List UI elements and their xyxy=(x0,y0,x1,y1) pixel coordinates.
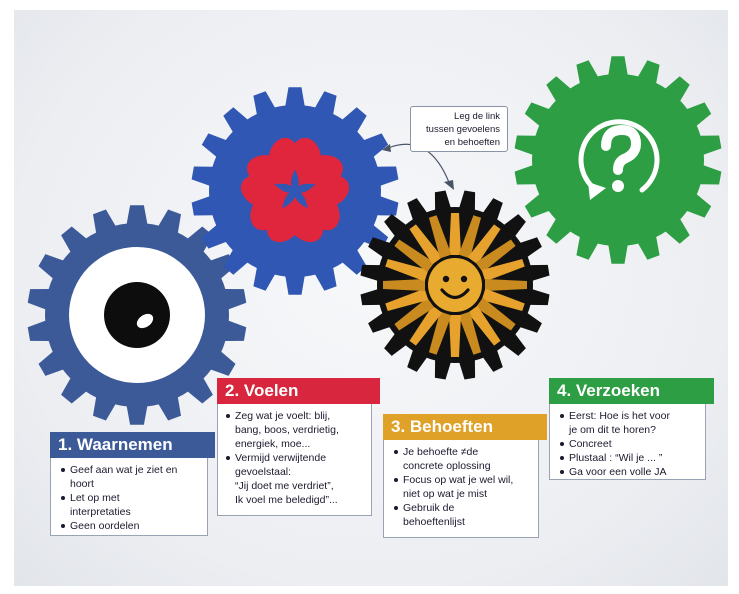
gear-voelen xyxy=(191,87,399,295)
sun-ray xyxy=(481,288,525,312)
step-title: 3. Behoeften xyxy=(383,414,547,440)
sun-ray xyxy=(428,215,452,259)
bullet-cont: je om dit te horen? xyxy=(569,424,656,436)
sun-ray xyxy=(467,224,501,265)
bullet-cont: concrete oplossing xyxy=(403,460,491,472)
step-title: 1. Waarnemen xyxy=(50,432,215,458)
sun-ray xyxy=(481,258,525,282)
bullet: Let op met xyxy=(60,491,206,505)
heart-shape xyxy=(266,197,324,243)
gear-verzoeken xyxy=(514,56,722,264)
eye-icon xyxy=(69,247,205,383)
gear-behoeften xyxy=(360,190,550,380)
smiley-sun-icon xyxy=(428,258,482,312)
question-mark-icon xyxy=(578,119,660,200)
bullet: Gebruik de xyxy=(393,501,539,515)
sun-ray xyxy=(458,215,482,259)
bullet: Eerst: Hoe is het voor xyxy=(559,409,705,423)
link-note: Leg de link tussen gevoelens en behoefte… xyxy=(410,106,508,152)
gear-shape xyxy=(191,87,399,295)
sun-ray xyxy=(409,224,443,265)
bullet-cont: energiek, moe... xyxy=(235,438,311,450)
sun-ray xyxy=(449,213,461,255)
sun-ray xyxy=(475,297,516,331)
bullet-cont: niet op wat je mist xyxy=(403,488,488,500)
bullet: Vermijd verwijtende xyxy=(225,451,371,465)
bullet: Ga voor een volle JA xyxy=(559,465,705,479)
bullet: Plustaal : “Wil je ... ” xyxy=(559,451,705,465)
sun-ray xyxy=(485,279,527,291)
sun-ray xyxy=(458,311,482,355)
step-behoeften-box: 3. Behoeften Je behoefte ≠de concrete op… xyxy=(383,414,547,538)
bullet-cont: Ik voel me beledigd”... xyxy=(235,494,338,506)
step-bullets: Je behoefte ≠de concrete oplossing Focus… xyxy=(393,445,539,529)
sun-ray xyxy=(394,297,435,331)
step-verzoeken-box: 4. Verzoeken Eerst: Hoe is het voor je o… xyxy=(549,378,714,480)
heart-shape xyxy=(300,174,350,231)
bullet: Zeg wat je voelt: blij, xyxy=(225,409,371,423)
heart-icon xyxy=(240,138,350,243)
bullet-cont: “Jij doet me verdriet”, xyxy=(235,480,334,492)
bullet: Geef aan wat je ziet en xyxy=(60,463,206,477)
heart-shape xyxy=(240,174,290,231)
sun-ray xyxy=(394,239,435,273)
step-title: 4. Verzoeken xyxy=(549,378,714,404)
sun-ray xyxy=(383,279,425,291)
bullet-cont: bang, boos, verdrietig, xyxy=(235,424,339,436)
bullet-cont: interpretaties xyxy=(70,506,131,518)
sun-rays xyxy=(383,213,527,357)
note-line: en behoeften xyxy=(444,137,500,148)
heart-shape xyxy=(247,138,300,187)
sun-ray xyxy=(385,288,429,312)
bullet: Je behoefte ≠de xyxy=(393,445,539,459)
bullet-cont: behoeftenlijst xyxy=(403,516,465,528)
bullet-cont: hoort xyxy=(70,478,94,490)
sun-ray xyxy=(385,258,429,282)
step-voelen-box: 2. Voelen Zeg wat je voelt: blij, bang, … xyxy=(217,378,380,516)
step-bullets: Zeg wat je voelt: blij, bang, boos, verd… xyxy=(225,409,371,507)
step-bullets: Geef aan wat je ziet en hoort Let op met… xyxy=(60,463,206,533)
bullet: Geen oordelen xyxy=(60,519,206,533)
step-title: 2. Voelen xyxy=(217,378,380,404)
heart-shape xyxy=(290,138,343,187)
link-arrow xyxy=(382,143,454,190)
note-line: Leg de link xyxy=(454,111,500,122)
sun-ray xyxy=(475,239,516,273)
bullet: Concreet xyxy=(559,437,705,451)
sun-ray xyxy=(428,311,452,355)
sun-ray xyxy=(409,305,443,346)
bullet-cont: gevoelstaal: xyxy=(235,466,292,478)
bullet: Focus op wat je wel wil, xyxy=(393,473,539,487)
gear-waarnemen xyxy=(27,205,247,425)
note-line: tussen gevoelens xyxy=(426,124,500,135)
sun-ray xyxy=(449,315,461,357)
sun-ray xyxy=(467,305,501,346)
step-waarnemen-box: 1. Waarnemen Geef aan wat je ziet en hoo… xyxy=(50,432,215,536)
step-bullets: Eerst: Hoe is het voor je om dit te hore… xyxy=(559,409,705,479)
